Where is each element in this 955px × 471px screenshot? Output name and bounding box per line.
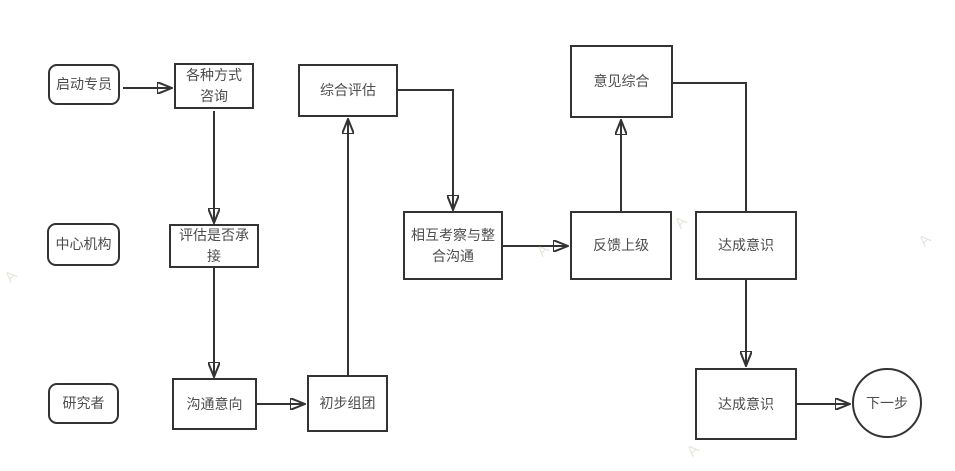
node-label: 中心机构 [55, 236, 112, 252]
node-label: 启动专员 [56, 76, 112, 92]
node-label: 相互考察与整合沟通 [411, 226, 495, 264]
node-yijian-zonghe: 意见综合 [570, 45, 673, 118]
node-zonghe-pinggu: 综合评估 [298, 64, 398, 117]
node-dacheng-yishi-bot: 达成意识 [695, 368, 797, 440]
node-label: 评估是否承接 [179, 227, 249, 264]
node-label: 达成意识 [718, 395, 774, 412]
node-xiayibu: 下一步 [852, 368, 922, 438]
node-label: 研究者 [62, 395, 105, 411]
node-label: 反馈上级 [593, 237, 649, 253]
node-qidong-zhuanyuan: 启动专员 [48, 64, 120, 105]
node-pinggu-chengjie: 评估是否承接 [169, 224, 259, 268]
edge-yijian-to-dacheng [673, 82, 747, 211]
node-label: 下一步 [866, 394, 908, 411]
node-label: 沟通意向 [186, 395, 243, 412]
node-label: 综合评估 [320, 82, 376, 98]
node-label: 意见综合 [593, 73, 650, 89]
node-label: 初步组团 [319, 395, 376, 411]
node-yanjiuzhe: 研究者 [48, 383, 119, 424]
node-goutong-yixiang: 沟通意向 [172, 378, 257, 430]
node-gezhong-fangshi: 各种方式咨询 [174, 63, 254, 109]
node-chubu-zutuan: 初步组团 [307, 375, 388, 432]
edge-zonghe-to-xianghu [398, 89, 453, 209]
node-label: 达成意识 [718, 237, 774, 253]
node-zhongxin-jigou: 中心机构 [47, 223, 120, 266]
node-label: 各种方式咨询 [186, 67, 242, 104]
node-fankui-shangji: 反馈上级 [570, 211, 672, 280]
node-xianghu-kaocha: 相互考察与整合沟通 [403, 211, 503, 280]
node-dacheng-yishi-mid: 达成意识 [695, 211, 797, 280]
